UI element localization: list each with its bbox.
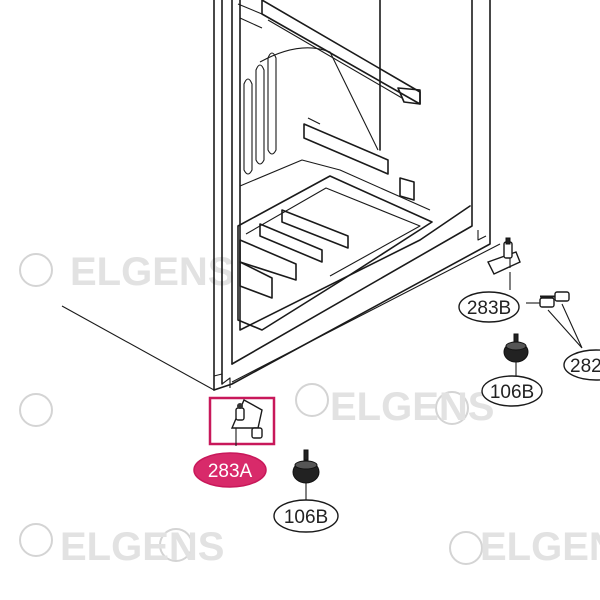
foot-right-icon [503,333,529,363]
watermark: ELGENS ELGENS ELGENS ELGENS [19,250,600,569]
shelf-upper [237,0,421,105]
cabinet-foot-corner [213,373,223,377]
label-283a-text: 283A [208,461,253,482]
interior-wall-curve [259,47,379,151]
interior-floor [239,159,431,211]
interior-liner [239,0,471,331]
cabinet-inner-base [231,0,473,365]
bracket-283a [208,396,276,446]
label-106b-left: 106B [273,499,339,533]
watermark-text: ELGENS [60,525,224,569]
watermark-text: ELGENS [70,250,234,294]
highlight-box [208,396,276,446]
label-283b-text: 283B [467,298,511,319]
screw-icon [540,291,570,302]
cabinet-foot-corner [221,377,231,388]
shelf-middle [303,117,415,201]
watermark-text: ELGENS [480,525,600,569]
foot-left-icon [292,449,320,484]
bracket-283b [487,237,521,275]
label-282-text: 282 [570,356,600,377]
label-106b-right: 106B [481,375,543,407]
cabinet-base [213,0,491,391]
label-283b: 283B [458,291,520,323]
refrigerator-cabinet [61,0,501,391]
screws-282 [526,291,570,308]
label-106b-left-text: 106B [284,507,328,528]
watermark-logo-icon [19,253,483,565]
crisper-tray [237,175,433,331]
floor-line [61,305,215,391]
label-106b-right-text: 106B [490,382,534,403]
vent-slots [243,52,277,175]
label-282: 282 [563,349,600,381]
leader-line [547,303,583,349]
label-283a: 283A [193,452,267,488]
watermark-text: ELGENS [330,385,494,429]
screw-icon [526,297,555,308]
cabinet-foot-corner [477,230,487,241]
